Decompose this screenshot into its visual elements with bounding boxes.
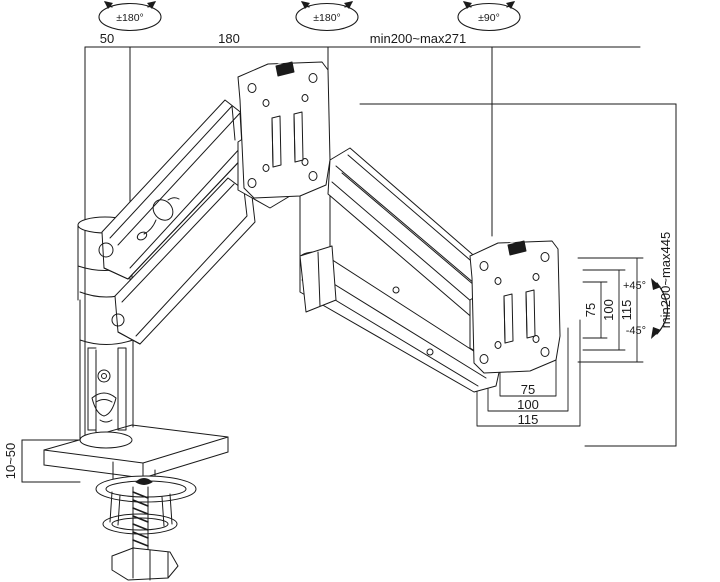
clamp-thickness-label: 10~50: [3, 443, 18, 480]
vesa-h-label-75: 75: [521, 382, 535, 397]
rotation-symbol-right: [457, 1, 521, 32]
top-dim-label-180: 180: [218, 31, 240, 46]
vesa-h-label-115: 115: [518, 412, 539, 427]
vesa-vertical-dimensions: [577, 257, 644, 363]
right-vesa-bracket: [469, 239, 561, 374]
top-dim-label-reach: min200~max271: [370, 31, 466, 46]
left-vesa-bracket: [237, 60, 331, 265]
vesa-v-label-115: 115: [619, 300, 634, 321]
rotation-symbol-left: [98, 1, 162, 32]
rotation-label-middle: ±180°: [313, 12, 340, 24]
top-dim-label-50: 50: [100, 31, 114, 46]
tilt-label-up: +45°: [623, 280, 646, 292]
left-gas-spring-arm: [98, 99, 256, 345]
height-dim-label: min200~max445: [658, 232, 673, 328]
tilt-arc: [651, 278, 669, 339]
tilt-label-down: -45°: [626, 325, 646, 337]
vesa-h-label-100: 100: [517, 397, 539, 412]
vesa-v-label-75: 75: [583, 303, 598, 317]
rotation-label-right: ±90°: [478, 12, 500, 24]
rotation-symbol-middle: [295, 1, 359, 32]
rotation-label-left: ±180°: [116, 12, 143, 24]
height-dimension-line: [584, 103, 677, 447]
vesa-v-label-100: 100: [601, 299, 616, 321]
desk-clamp-assembly: [43, 424, 229, 581]
